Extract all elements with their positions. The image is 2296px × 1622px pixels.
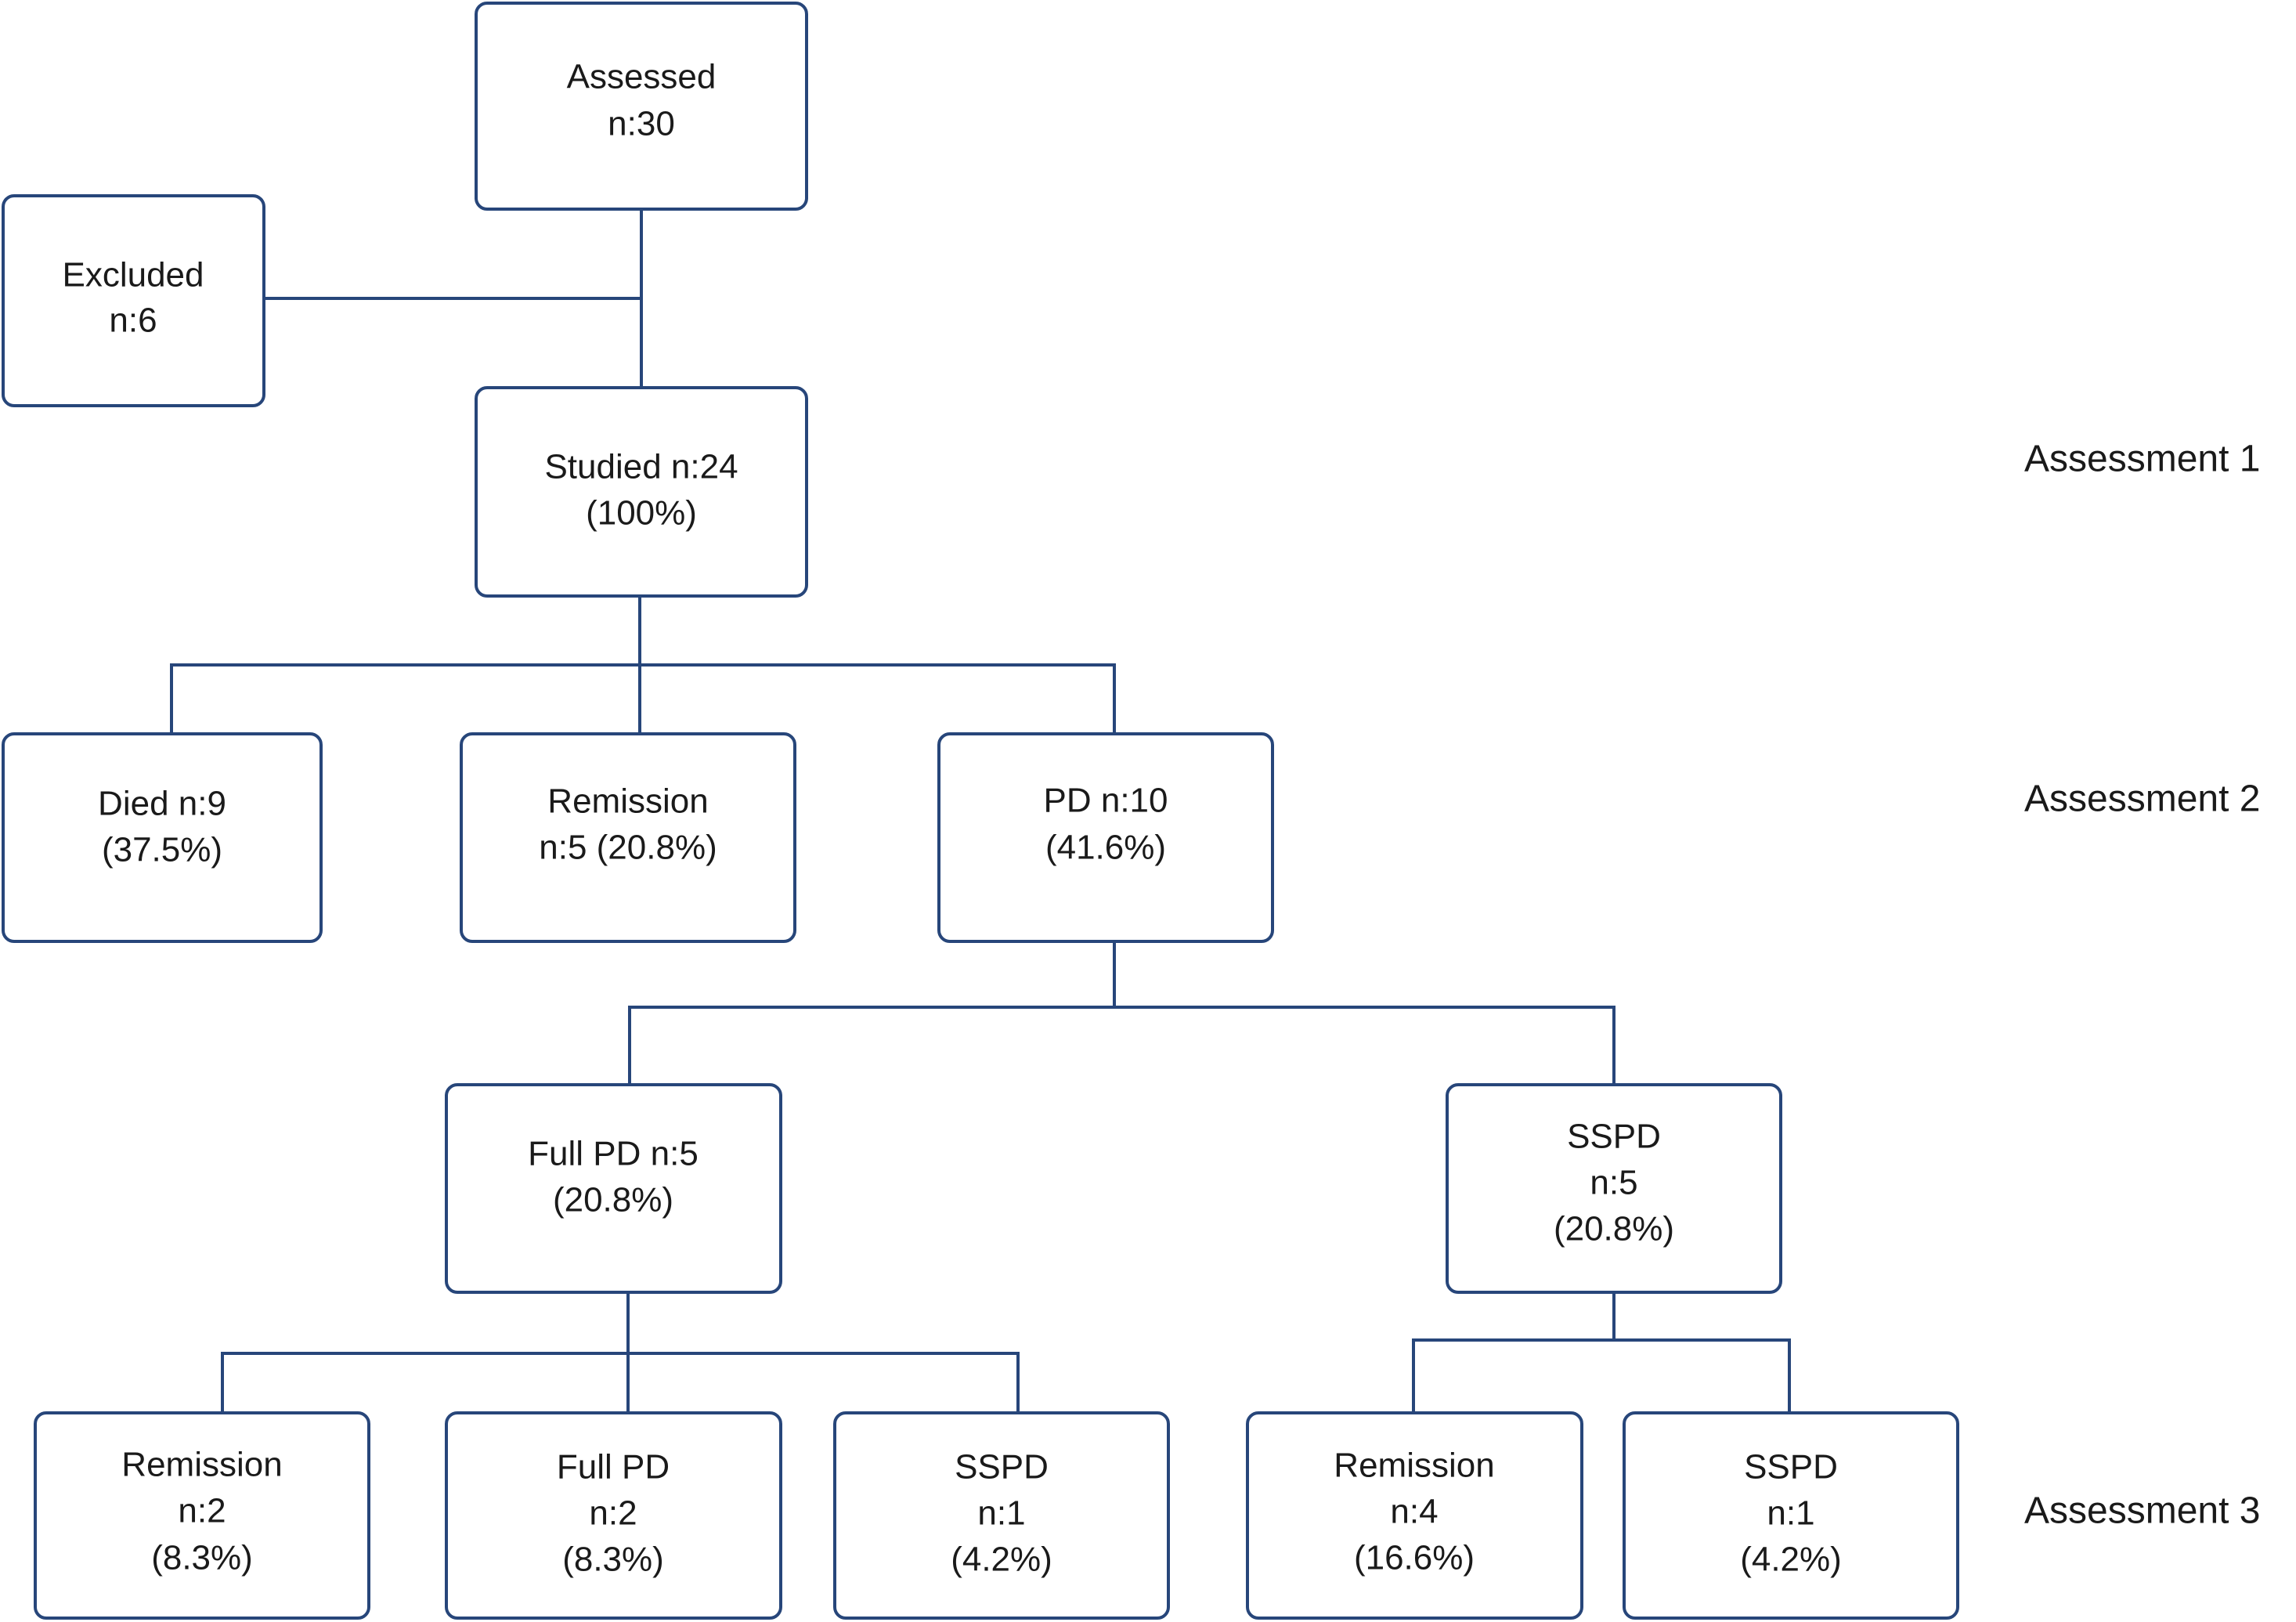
node-sspd-from-sspd-line-2: n:1 xyxy=(1767,1494,1814,1533)
node-sspd-from-full-pd-line-2: n:1 xyxy=(977,1494,1025,1533)
node-remission-from-sspd-line-1: Remission xyxy=(1334,1447,1494,1485)
node-full-pd-from-full-pd-line-2: n:2 xyxy=(589,1494,637,1533)
node-studied: Studied n:24 (100%) xyxy=(475,386,808,598)
node-remission-from-full-pd-line-3: (8.3%) xyxy=(151,1539,253,1577)
node-full-pd-a3-box xyxy=(445,1083,782,1294)
node-sspd-a3: SSPD n:5 (20.8%) xyxy=(1446,1083,1782,1294)
node-sspd-a3-line-3: (20.8%) xyxy=(1554,1210,1674,1248)
node-excluded-line-2: n:6 xyxy=(109,302,157,340)
node-remission-from-full-pd: Remission n:2 (8.3%) xyxy=(34,1411,370,1620)
node-full-pd-a3: Full PD n:5 (20.8%) xyxy=(445,1083,782,1294)
node-sspd-from-sspd-line-1: SSPD xyxy=(1744,1448,1838,1487)
node-remission-from-sspd-box xyxy=(1246,1411,1583,1620)
node-died: Died n:9 (37.5%) xyxy=(2,732,323,943)
node-remission-a2: Remission n:5 (20.8%) xyxy=(460,732,796,943)
node-remission-from-sspd-line-2: n:4 xyxy=(1390,1493,1438,1531)
node-full-pd-from-full-pd-line-1: Full PD xyxy=(557,1448,670,1487)
node-assessed-line-2: n:30 xyxy=(608,105,675,143)
node-studied-line-2: (100%) xyxy=(586,494,697,533)
node-sspd-from-sspd-line-3: (4.2%) xyxy=(1740,1541,1842,1579)
node-pd: PD n:10 (41.6%) xyxy=(937,732,1274,943)
node-full-pd-a3-line-1: Full PD n:5 xyxy=(528,1135,699,1173)
node-remission-from-full-pd-box xyxy=(34,1411,370,1620)
node-remission-from-full-pd-line-2: n:2 xyxy=(178,1492,226,1530)
node-sspd-a3-line-1: SSPD xyxy=(1567,1118,1661,1156)
node-remission-from-full-pd-line-1: Remission xyxy=(121,1446,282,1484)
node-excluded-line-1: Excluded xyxy=(62,256,204,294)
node-sspd-from-full-pd-line-1: SSPD xyxy=(955,1448,1049,1487)
node-full-pd-from-full-pd-line-3: (8.3%) xyxy=(562,1541,664,1579)
node-pd-line-2: (41.6%) xyxy=(1045,829,1166,867)
node-remission-from-sspd: Remission n:4 (16.6%) xyxy=(1246,1411,1583,1620)
stage-label-2: Assessment 2 xyxy=(2024,778,2260,820)
node-assessed-box xyxy=(475,2,808,211)
node-studied-box xyxy=(475,386,808,598)
node-sspd-from-full-pd-line-3: (4.2%) xyxy=(951,1541,1052,1579)
node-remission-a2-line-2: n:5 (20.8%) xyxy=(539,829,717,867)
stage-label-3: Assessment 3 xyxy=(2024,1490,2260,1532)
node-sspd-from-sspd-box xyxy=(1623,1411,1959,1620)
node-assessed-line-1: Assessed xyxy=(567,58,717,96)
node-assessed: Assessed n:30 xyxy=(475,2,808,211)
node-remission-a2-line-1: Remission xyxy=(547,782,708,821)
node-excluded: Excluded n:6 xyxy=(2,194,265,407)
node-died-line-2: (37.5%) xyxy=(102,831,222,869)
node-remission-a2-box xyxy=(460,732,796,943)
node-sspd-a3-box xyxy=(1446,1083,1782,1294)
node-died-line-1: Died n:9 xyxy=(98,785,226,823)
node-sspd-from-sspd: SSPD n:1 (4.2%) xyxy=(1623,1411,1959,1620)
stage-label-1: Assessment 1 xyxy=(2024,439,2260,480)
node-full-pd-from-full-pd-box xyxy=(445,1411,782,1620)
node-sspd-from-full-pd: SSPD n:1 (4.2%) xyxy=(833,1411,1170,1620)
node-remission-from-sspd-line-3: (16.6%) xyxy=(1354,1539,1475,1577)
node-full-pd-a3-line-2: (20.8%) xyxy=(553,1181,673,1219)
node-died-box xyxy=(2,732,323,943)
node-sspd-from-full-pd-box xyxy=(833,1411,1170,1620)
node-excluded-box xyxy=(2,194,265,407)
node-sspd-a3-line-2: n:5 xyxy=(1590,1164,1637,1202)
node-full-pd-from-full-pd: Full PD n:2 (8.3%) xyxy=(445,1411,782,1620)
node-pd-line-1: PD n:10 xyxy=(1044,782,1168,820)
connectors xyxy=(170,208,1791,1414)
node-studied-line-1: Studied n:24 xyxy=(544,448,738,486)
stage-labels: Assessment 1 Assessment 2 Assessment 3 xyxy=(2024,439,2260,1532)
node-pd-box xyxy=(937,732,1274,943)
